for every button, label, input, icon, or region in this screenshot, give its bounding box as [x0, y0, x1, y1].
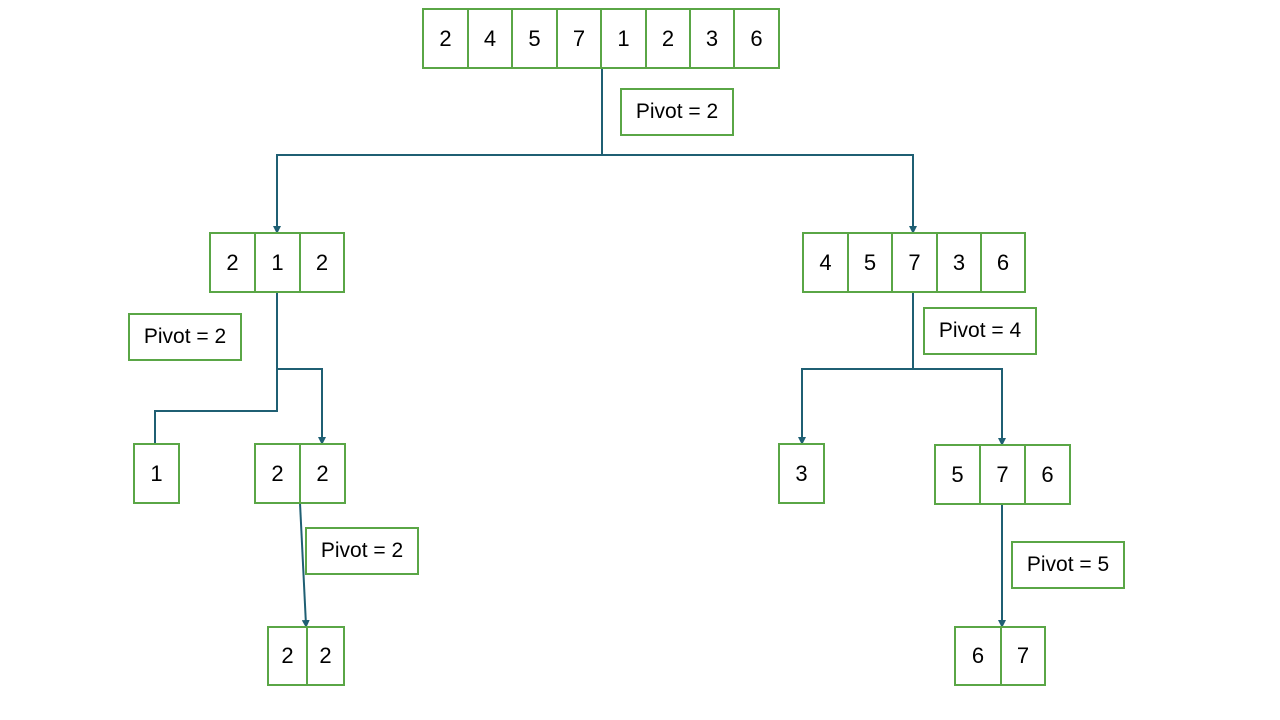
pivot-label-left-right: Pivot = 2 — [305, 527, 419, 575]
array-cell: 2 — [256, 445, 301, 502]
connector-leftright-child — [299, 502, 310, 628]
array-left: 2 1 2 — [209, 232, 345, 293]
array-cell: 1 — [150, 460, 163, 486]
array-cell: 1 — [602, 10, 647, 67]
array-cell: 3 — [938, 234, 982, 291]
array-cell: 3 — [795, 460, 808, 486]
array-right-right: 5 7 6 — [934, 444, 1071, 505]
array-cell: 2 — [424, 10, 469, 67]
pivot-label-left: Pivot = 2 — [128, 313, 242, 361]
array-left-left: 1 — [133, 443, 180, 504]
array-left-right-child: 2 2 — [267, 626, 345, 686]
array-cell: 4 — [804, 234, 849, 291]
connector-left-leftright — [277, 368, 326, 445]
array-cell: 2 — [315, 249, 329, 275]
array-cell: 7 — [558, 10, 602, 67]
array-cell: 5 — [936, 446, 981, 503]
array-cell: 5 — [849, 234, 893, 291]
array-cell: 5 — [513, 10, 558, 67]
array-right-right-child: 6 7 — [954, 626, 1046, 686]
array-cell: 2 — [316, 460, 329, 486]
array-cell: 3 — [691, 10, 735, 67]
array-left-right: 2 2 — [254, 443, 346, 504]
array-right: 4 5 7 3 6 — [802, 232, 1026, 293]
array-cell: 6 — [956, 628, 1002, 684]
connector-right-rightleft — [798, 292, 914, 445]
array-right-left: 3 — [778, 443, 825, 504]
array-cell: 6 — [996, 249, 1010, 275]
array-cell: 4 — [469, 10, 513, 67]
connector-right-rightright — [913, 368, 1006, 446]
array-cell: 1 — [256, 234, 301, 291]
pivot-label-root: Pivot = 2 — [620, 88, 734, 136]
array-cell: 7 — [893, 234, 938, 291]
array-cell: 2 — [319, 643, 332, 668]
array-root: 2 4 5 7 1 2 3 6 — [422, 8, 780, 69]
array-cell: 7 — [1016, 643, 1030, 668]
array-cell: 2 — [269, 628, 308, 684]
array-cell: 7 — [981, 446, 1026, 503]
array-cell: 6 — [1041, 461, 1054, 487]
array-cell: 6 — [750, 25, 763, 51]
array-cell: 2 — [211, 234, 256, 291]
connector-left-leftleft — [151, 292, 278, 456]
connector-root-right — [602, 154, 917, 234]
connector-root-left — [273, 68, 603, 234]
pivot-label-right-right: Pivot = 5 — [1011, 541, 1125, 589]
pivot-label-right: Pivot = 4 — [923, 307, 1037, 355]
array-cell: 2 — [647, 10, 691, 67]
